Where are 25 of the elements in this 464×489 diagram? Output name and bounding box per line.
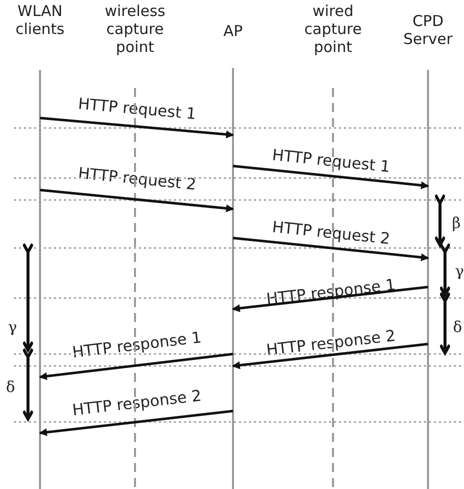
interval-label: β xyxy=(452,214,461,232)
participant-label: AP xyxy=(222,22,244,40)
message-arrow xyxy=(40,116,234,138)
message-label: HTTP response 2 xyxy=(70,386,202,420)
participant-label: wireless capture point xyxy=(104,2,166,56)
interval-label: δ xyxy=(453,318,462,336)
interval-label: γ xyxy=(455,262,464,280)
interval-label: γ xyxy=(8,318,17,336)
message-arrow xyxy=(232,236,429,262)
message-label: HTTP response 2 xyxy=(264,326,396,360)
participant-label: wired capture point xyxy=(303,2,363,56)
message-label: HTTP response 1 xyxy=(264,276,396,308)
message-arrow xyxy=(232,286,428,312)
message-label: HTTP request 2 xyxy=(270,218,390,248)
interval-label: δ xyxy=(6,378,16,396)
message-arrow xyxy=(232,164,429,190)
message-label: HTTP request 1 xyxy=(76,94,196,124)
message-arrow xyxy=(232,342,428,370)
participant-label: CPD Server xyxy=(402,12,454,48)
participant-label: WLAN clients xyxy=(14,2,66,38)
message-label: HTTP request 1 xyxy=(270,146,390,176)
message-arrow xyxy=(39,352,234,380)
message-arrow xyxy=(40,188,234,212)
message-arrow xyxy=(39,410,234,436)
message-label: HTTP response 1 xyxy=(70,328,202,362)
